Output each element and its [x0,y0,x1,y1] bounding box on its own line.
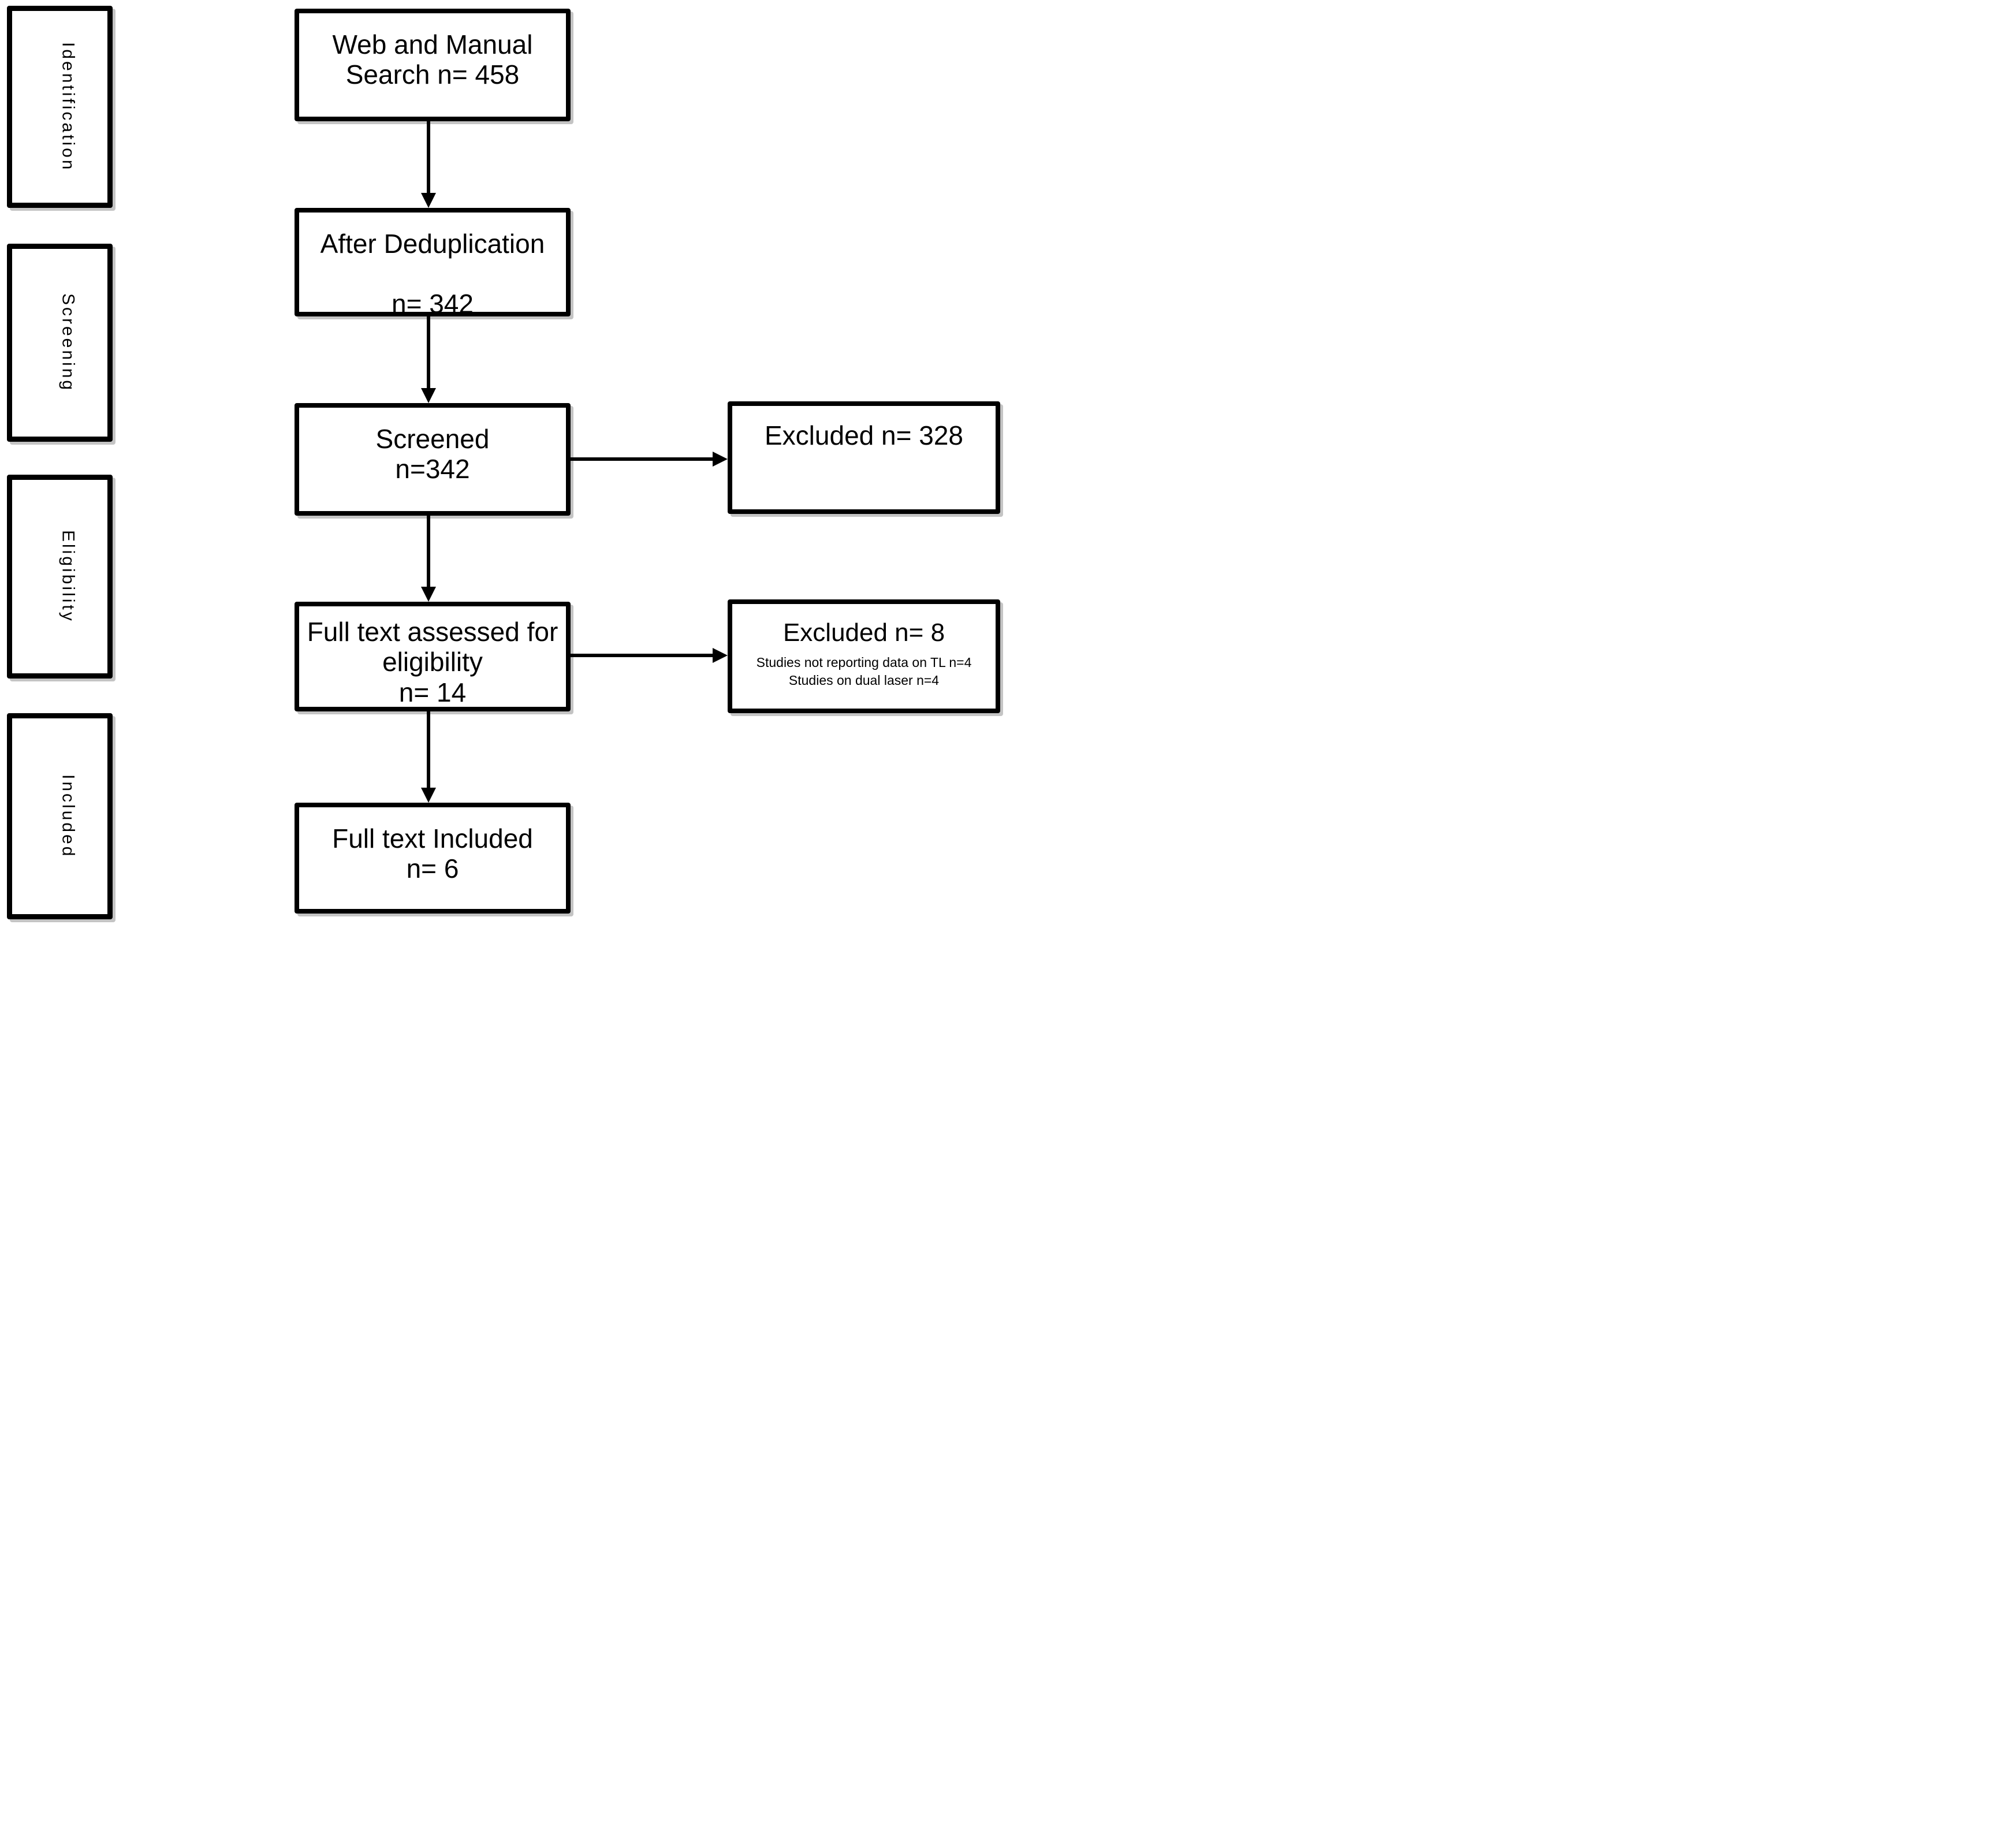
stage-label-eligibility: Eligibility [58,530,78,623]
excluded-screening-title: Excluded n= 328 [765,420,963,450]
flow-box-web-manual-search-line-2: Search n= 458 [345,59,520,90]
down-arrow-deduplication-to-screened [421,316,436,403]
flow-box-screened-line-1: Screened [375,424,490,454]
excluded-screening-box: Excluded n= 328 [728,401,1000,514]
stage-box-eligibility: Eligibility [7,475,113,679]
right-arrow-2-head [713,648,728,663]
flow-box-screened: Screened n=342 [295,403,571,516]
down-arrow-1-head [421,193,436,208]
stage-label-included: Included [58,774,78,859]
down-arrow-3-head [421,587,436,602]
right-arrow-1-shaft [571,457,715,461]
stage-label-identification: Identification [58,42,78,172]
flow-box-full-text-assessed-line-3: n= 14 [398,677,467,707]
flow-box-screened-line-2: n=342 [395,454,470,484]
down-arrow-2-head [421,388,436,403]
flow-box-full-text-assessed-line-1: Full text assessed for [307,617,558,647]
flow-box-after-deduplication-line-1: After Deduplication [320,229,545,259]
right-arrow-fulltext-to-excluded [571,648,728,663]
stage-box-included: Included [7,713,113,919]
down-arrow-3-shaft [427,516,430,589]
right-arrow-1-head [713,452,728,467]
down-arrow-2-shaft [427,316,430,390]
flow-box-after-deduplication: After Deduplication n= 342 [295,208,571,319]
down-arrow-4-head [421,788,436,803]
stage-box-identification: Identification [7,6,113,208]
flow-box-full-text-assessed: Full text assessed for eligibility n= 14 [295,602,571,711]
down-arrow-fulltext-to-included [421,711,436,803]
down-arrow-search-to-deduplication [421,121,436,208]
prisma-flow-diagram: Identification Screening Eligibility Inc… [0,0,1008,923]
flow-box-web-manual-search: Web and Manual Search n= 458 [295,9,571,121]
stage-label-screening: Screening [58,293,78,393]
flow-box-after-deduplication-line-2: n= 342 [392,289,474,319]
down-arrow-screened-to-fulltext [421,516,436,602]
down-arrow-1-shaft [427,121,430,195]
flow-box-full-text-included-line-2: n= 6 [406,853,459,884]
down-arrow-4-shaft [427,711,430,790]
flow-box-web-manual-search-line-1: Web and Manual [332,29,533,59]
flow-box-full-text-included-line-1: Full text Included [332,823,533,853]
excluded-eligibility-detail-1: Studies not reporting data on TL n=4 [756,655,972,670]
flow-box-full-text-included: Full text Included n= 6 [295,803,571,914]
excluded-eligibility-title: Excluded n= 8 [782,618,945,647]
excluded-eligibility-detail-2: Studies on dual laser n=4 [788,673,940,688]
flow-box-full-text-assessed-line-2: eligibility [382,647,483,677]
right-arrow-screened-to-excluded [571,452,728,467]
stage-box-screening: Screening [7,244,113,442]
excluded-eligibility-box: Excluded n= 8 Studies not reporting data… [728,599,1000,713]
right-arrow-2-shaft [571,654,715,657]
